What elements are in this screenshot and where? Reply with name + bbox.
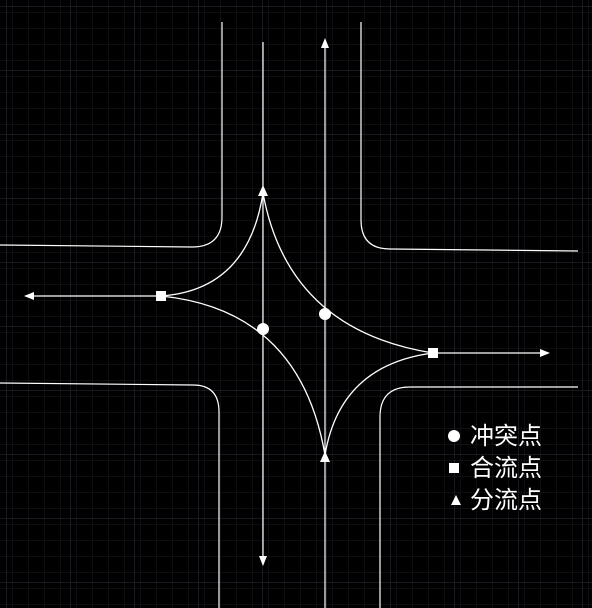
legend-item-diverge-point: 分流点 [451, 486, 542, 514]
arrow-right-icon [540, 349, 550, 357]
circle-icon [448, 430, 460, 442]
arrow-up-icon [321, 38, 329, 48]
legend-label-merge-point: 合流点 [470, 454, 542, 482]
arrow-left-icon [24, 292, 34, 300]
conflict-point-marker [257, 323, 269, 335]
merge-point-marker [156, 291, 166, 301]
turn-curve-lower-left [160, 295, 326, 456]
road-edge-top-left [0, 22, 223, 248]
road-edge-bottom-right [379, 386, 578, 608]
legend-item-conflict-point: 冲突点 [448, 422, 542, 450]
diverge-point-marker [258, 185, 268, 196]
legend-label-diverge-point: 分流点 [470, 486, 542, 514]
diverge-points [258, 185, 330, 462]
turn-curve-upper-right [262, 192, 434, 354]
arrow-down-icon [259, 556, 267, 566]
triangle-icon [451, 495, 461, 505]
merge-points [156, 291, 438, 358]
road-edges [0, 22, 579, 608]
road-edge-top-right [360, 22, 579, 252]
turning-movements [160, 192, 434, 456]
conflict-points [257, 308, 331, 335]
conflict-point-marker [319, 308, 331, 320]
turn-curve-lower-right [324, 352, 434, 456]
through-movements [34, 42, 540, 608]
merge-point-marker [428, 348, 438, 358]
turn-curve-upper-left [160, 192, 264, 297]
road-edge-bottom-left [0, 382, 220, 608]
legend-item-merge-point: 合流点 [449, 454, 542, 482]
legend: 冲突点 合流点 分流点 [448, 422, 542, 514]
square-icon [449, 463, 459, 473]
diverge-point-marker [320, 451, 330, 462]
arrowheads [24, 38, 550, 566]
legend-label-conflict-point: 冲突点 [470, 422, 542, 450]
